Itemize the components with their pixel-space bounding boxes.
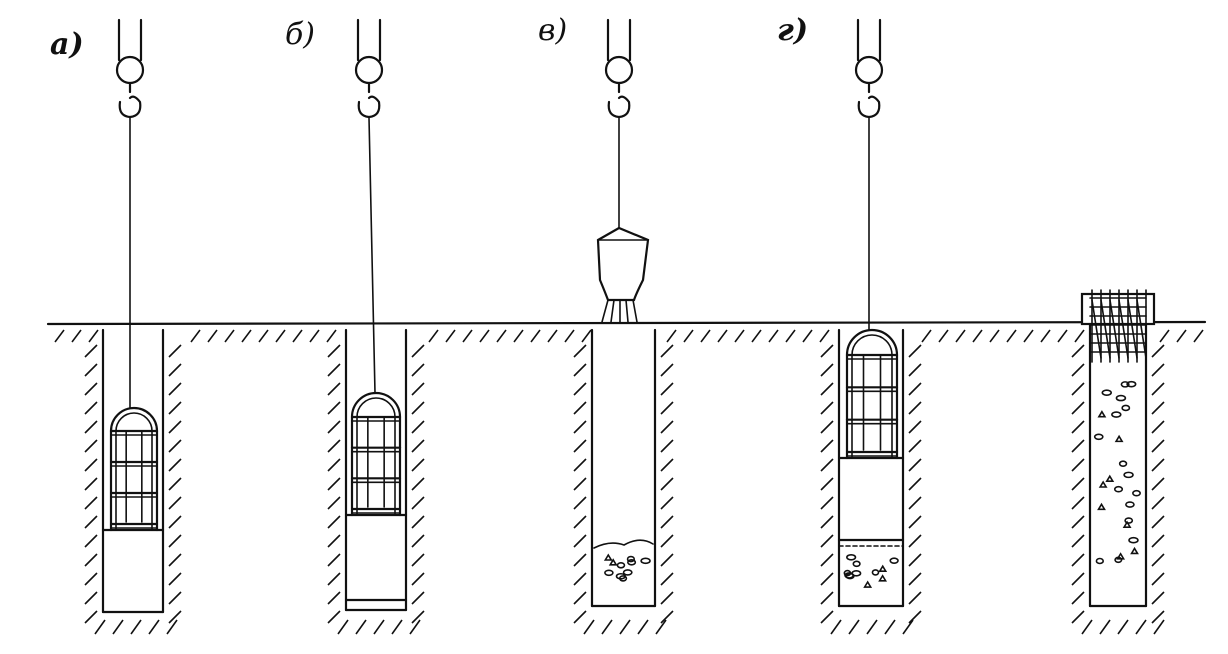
soil-hatching-g [820, 344, 922, 635]
ground-line [46, 320, 1207, 326]
panel-label-b: б) [285, 17, 315, 52]
soil-hatching-a [84, 344, 182, 635]
hopper-discharge [601, 299, 638, 323]
panel-b [327, 18, 425, 635]
panel-v [573, 18, 674, 635]
crane-hook-a [115, 18, 145, 119]
concrete-aggregate-v [603, 553, 651, 582]
ground-surface-hatching [54, 329, 1204, 343]
pile-head-reinforcement [1089, 289, 1147, 363]
soil-hatching-v [573, 344, 674, 635]
panel-a [84, 18, 182, 635]
soil-hatching-d [1071, 344, 1165, 635]
panel-label-g: г) [777, 13, 808, 48]
reinforcement-cage-a [109, 406, 159, 532]
panel-finished-pile [1071, 289, 1165, 635]
reinforcement-cage-g [845, 328, 899, 460]
reinforcement-cage-b [350, 391, 402, 517]
crane-hook-b [354, 18, 384, 119]
crane-hook-g [854, 18, 884, 119]
concrete-hopper [596, 226, 650, 302]
panel-label-v: в) [538, 13, 567, 48]
crane-hook-v [604, 18, 634, 119]
concrete-aggregate-g [843, 553, 899, 588]
lifting-cable-b [368, 117, 376, 394]
concrete-surface-v [593, 539, 654, 549]
panel-g [820, 18, 922, 635]
concrete-aggregate-d [1093, 380, 1141, 565]
soil-hatching-b [327, 344, 425, 635]
panel-label-a: а) [50, 27, 84, 62]
